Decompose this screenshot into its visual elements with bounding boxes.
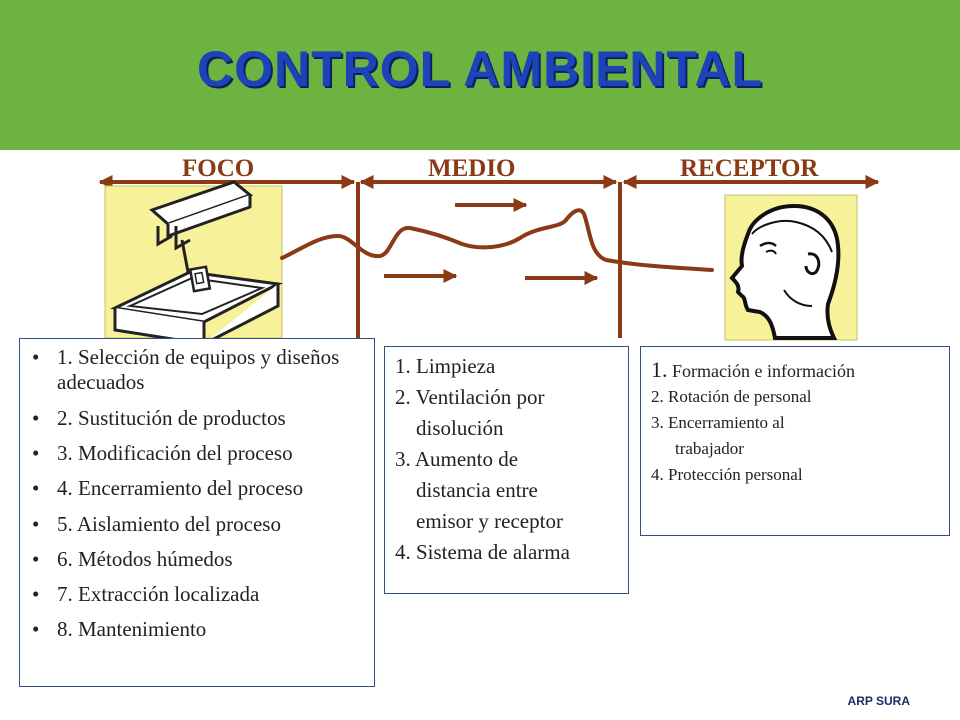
industrial-machine-icon: [104, 180, 283, 346]
list-item: 5. Aislamiento del proceso: [30, 512, 374, 536]
human-head-profile-icon: [724, 194, 858, 341]
list-item: 1. Limpieza: [395, 354, 496, 378]
foco-measures-list: 1. Selección de equipos y diseños adecua…: [20, 339, 374, 641]
footer-brand: ARP SURA: [847, 694, 910, 708]
list-item: 3. Aumento de: [395, 447, 519, 471]
list-item-continuation: emisor y receptor: [416, 509, 563, 533]
list-item: 3. Encerramiento al: [651, 413, 785, 432]
list-item: 4. Sistema de alarma: [395, 540, 570, 564]
list-item: 4. Encerramiento del proceso: [30, 476, 374, 501]
list-item: 3. Modificación del proceso: [30, 441, 374, 465]
list-item: 2. Rotación de personal: [651, 387, 812, 406]
propagation-wave: [280, 208, 714, 272]
list-item-continuation: trabajador: [675, 439, 744, 458]
list-item: 7. Extracción localizada: [30, 582, 374, 606]
foco-measures-box: 1. Selección de equipos y diseños adecua…: [19, 338, 375, 687]
page-title: CONTROL AMBIENTAL: [196, 41, 764, 97]
list-item: 6. Métodos húmedos: [30, 547, 374, 571]
list-item: 8. Mantenimiento: [30, 617, 374, 641]
list-item: 4. Protección personal: [651, 465, 803, 484]
list-item-continuation: disolución: [416, 416, 504, 440]
header-band: [0, 0, 960, 150]
medio-measures-box: 1. Limpieza 2. Ventilación por disolució…: [384, 346, 629, 594]
list-item: 2. Ventilación por: [395, 385, 545, 409]
receptor-measures-box: 1. Formación e información 2. Rotación d…: [640, 346, 950, 536]
list-item: 2. Sustitución de productos: [30, 406, 374, 430]
list-item-continuation: distancia entre: [416, 478, 538, 502]
list-item-number: 1.: [651, 357, 668, 382]
list-item-text: Formación e información: [667, 361, 855, 381]
list-item: 1. Selección de equipos y diseños adecua…: [30, 345, 374, 395]
list-item: 1. Formación e información: [641, 347, 949, 384]
